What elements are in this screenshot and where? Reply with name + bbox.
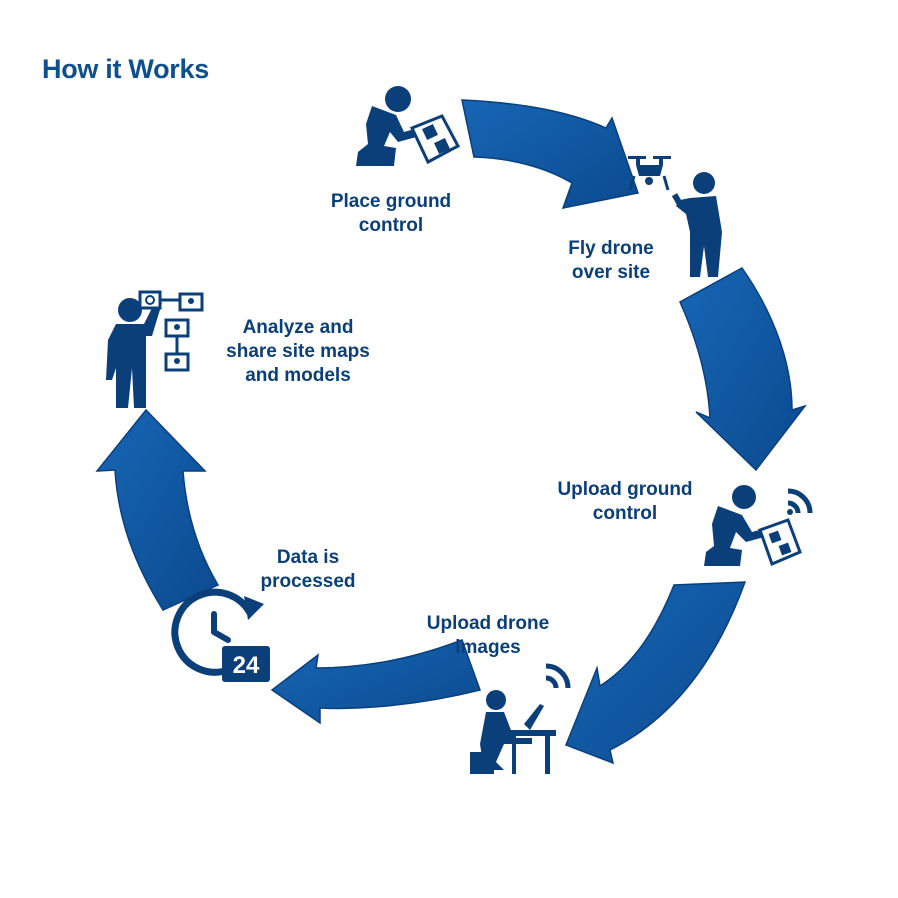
kneeling-person-upload-icon <box>704 485 813 567</box>
presenter-flowchart-icon <box>106 290 204 408</box>
step-label-fly-drone: Fly drone over site <box>546 237 676 285</box>
step-label-upload-drone-images: Upload drone images <box>408 612 568 660</box>
kneeling-person-marker-icon <box>356 86 461 166</box>
step-label-line: images <box>455 637 521 658</box>
step-label-place-ground-control: Place ground control <box>316 190 466 238</box>
step-label-data-processed: Data is processed <box>243 546 373 594</box>
step-label-line: Data is <box>276 547 340 568</box>
page-title: How it Works <box>42 54 209 84</box>
step-label-analyze-share: Analyze and share site maps and models <box>208 316 388 388</box>
step-label-line: Upload drone <box>426 613 550 634</box>
arrow-images-to-processed <box>270 639 481 725</box>
step-label-line: processed <box>260 571 356 592</box>
clock-label: 24 <box>233 652 260 679</box>
step-label-line: and models <box>245 365 351 386</box>
arrow-place-to-fly <box>461 99 639 209</box>
step-label-line: Analyze and <box>242 317 354 338</box>
step-label-line: share site maps <box>226 341 370 362</box>
step-label-line: Fly drone <box>568 238 654 259</box>
arrow-processed-to-analyze <box>95 408 220 611</box>
step-label-line: control <box>592 503 658 524</box>
arrow-fly-to-upload-gc <box>679 267 808 472</box>
drone-pilot-icon <box>628 156 722 277</box>
clock-24-icon: 24 <box>171 588 270 682</box>
step-label-line: Place ground <box>330 191 452 212</box>
person-laptop-upload-icon <box>470 663 571 774</box>
step-label-line: control <box>358 215 424 236</box>
step-label-line: Upload ground <box>557 479 693 500</box>
step-label-line: over site <box>571 262 651 283</box>
step-label-upload-ground-control: Upload ground control <box>540 478 710 526</box>
arrow-upload-gc-to-images <box>565 581 747 765</box>
